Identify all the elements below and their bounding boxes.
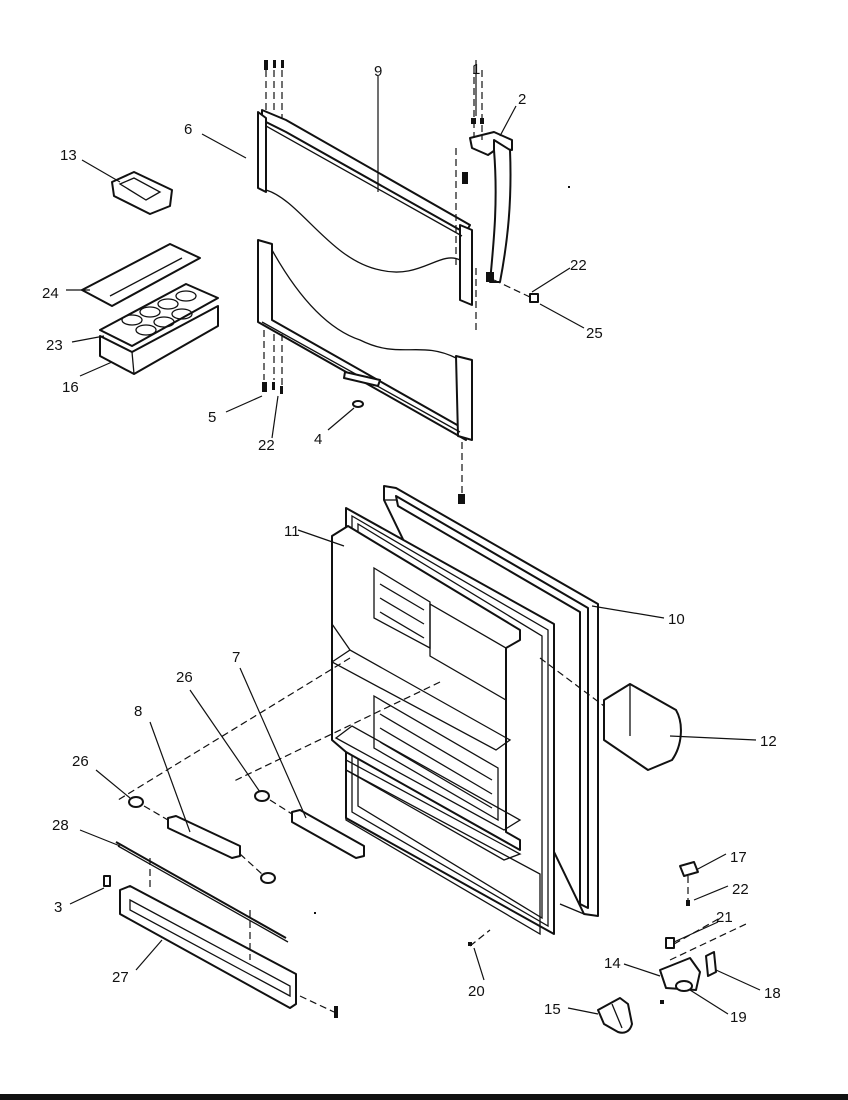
callout-27: 27: [112, 969, 129, 986]
ice-tray-cover: [81, 243, 201, 307]
callout-17: 17: [730, 849, 747, 866]
callout-10: 10: [668, 611, 685, 628]
callout-16: 16: [62, 379, 79, 396]
callout-22-hinge: 22: [570, 257, 587, 274]
callout-9: 9: [374, 63, 382, 80]
callout-6: 6: [184, 121, 192, 138]
door-stop-pin: [493, 279, 539, 303]
callout-12: 12: [760, 733, 777, 750]
shelf-bin: [103, 858, 338, 1018]
callout-11: 11: [284, 523, 300, 540]
shelf-rod: [115, 841, 289, 943]
leader-lines: [66, 60, 761, 1015]
shelf-axis-1: [117, 657, 351, 801]
freezer-door-liner-bottom: [257, 239, 473, 441]
shelf-axis-2: [231, 681, 441, 783]
door-plug: [352, 400, 364, 408]
callout-20: 20: [468, 983, 485, 1000]
lower-hinge-cover: [597, 997, 633, 1034]
callout-24: 24: [42, 285, 59, 302]
callout-1: 1: [472, 61, 480, 78]
ice-cube-tray: [99, 283, 219, 347]
callout-14: 14: [604, 955, 621, 972]
callout-21: 21: [716, 909, 733, 926]
freezer-door-liner-top: [257, 109, 473, 306]
callout-22-door: 22: [258, 437, 275, 454]
screw-20: [468, 942, 472, 946]
callout-19: 19: [730, 1009, 747, 1026]
ice-bin: [99, 305, 219, 375]
ice-bin-handle: [111, 171, 173, 215]
callout-3: 3: [54, 899, 62, 916]
door-handle-cap: [539, 657, 682, 771]
callout-23: 23: [46, 337, 63, 354]
callout-25: 25: [586, 325, 603, 342]
callout-28: 28: [52, 817, 69, 834]
door-liner: [330, 525, 541, 936]
bottom-rule: [0, 1094, 848, 1100]
door-hinge: [455, 66, 513, 330]
callout-8: 8: [134, 703, 142, 720]
callout-22-bracket: 22: [732, 881, 749, 898]
callout-4: 4: [314, 431, 322, 448]
callout-15: 15: [544, 1001, 561, 1018]
door-top-screws: [264, 60, 284, 118]
callout-26-right: 26: [176, 669, 193, 686]
shelf-rail-right: [254, 790, 365, 859]
callout-5: 5: [208, 409, 216, 426]
callout-18: 18: [764, 985, 781, 1002]
shelf-rail-left: [128, 796, 276, 884]
callout-7: 7: [232, 649, 240, 666]
lower-hinge-bracket: [659, 861, 747, 1004]
callout-13: 13: [60, 147, 77, 164]
door-bottom-screws: [262, 330, 283, 394]
callout-26-left: 26: [72, 753, 89, 770]
callout-2: 2: [518, 91, 526, 108]
